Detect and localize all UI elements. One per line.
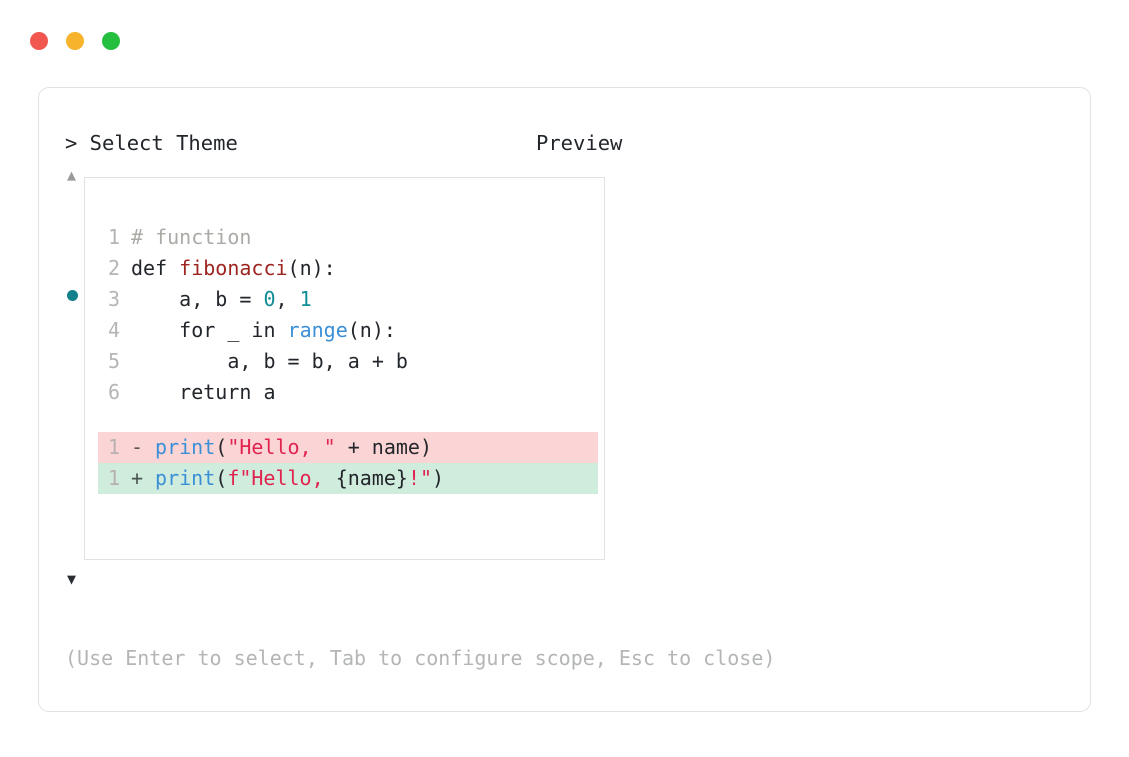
keyboard-hint: (Use Enter to select, Tab to configure s… bbox=[65, 646, 776, 670]
line-number: 1 bbox=[107, 225, 120, 249]
diff-gap bbox=[143, 463, 155, 494]
code-line: 5 a, b = b, a + b bbox=[98, 346, 598, 377]
code-token: f"Hello, bbox=[227, 466, 336, 490]
scroll-up-icon[interactable]: ▲ bbox=[67, 166, 77, 184]
diff-sign: + bbox=[131, 466, 144, 490]
code-token: return a bbox=[131, 380, 276, 404]
code-line-text: def fibonacci(n): bbox=[131, 253, 336, 284]
code-token: !" bbox=[407, 466, 433, 490]
code-token: 0 bbox=[263, 287, 276, 311]
diff-line-del: 1- print("Hello, " + name) bbox=[98, 432, 598, 463]
code-line-text: # function bbox=[131, 222, 251, 253]
line-number: 2 bbox=[107, 256, 120, 280]
code-token: 1 bbox=[299, 287, 312, 311]
card-content: > Select Theme ▲ 1.ANSILight2.AyuLight3.… bbox=[39, 88, 1090, 711]
code-line: 1 # function bbox=[98, 222, 598, 253]
diff-sign: - bbox=[131, 435, 144, 459]
diff-gap bbox=[143, 432, 155, 463]
theme-picker-card: > Select Theme ▲ 1.ANSILight2.AyuLight3.… bbox=[38, 87, 1091, 712]
code-line: 3 a, b = 0, 1 bbox=[98, 284, 598, 315]
code-token: "Hello, " bbox=[227, 435, 336, 459]
diff-block: 1- print("Hello, " + name)1+ print(f"Hel… bbox=[98, 432, 598, 494]
code-line-text: for _ in range(n): bbox=[131, 315, 396, 346]
code-line: 2 def fibonacci(n): bbox=[98, 253, 598, 284]
code-token: (n): bbox=[347, 318, 396, 342]
line-number: 3 bbox=[107, 287, 120, 311]
code-token: , bbox=[275, 287, 300, 311]
code-token: range bbox=[287, 318, 348, 342]
preview-title: Preview bbox=[536, 131, 623, 155]
code-line-text: a, b = 0, 1 bbox=[131, 284, 312, 315]
prompt-heading: > Select Theme bbox=[65, 131, 238, 155]
code-token: {name} bbox=[335, 466, 408, 490]
code-line-text: a, b = b, a + b bbox=[131, 346, 408, 377]
code-token: for _ in bbox=[131, 318, 288, 342]
code-token: a, b = b, a + b bbox=[131, 349, 408, 373]
code-line: 4 for _ in range(n): bbox=[98, 315, 598, 346]
diff-line-add: 1 + print(f"Hello, {name}!") bbox=[98, 463, 598, 494]
window-traffic-lights bbox=[30, 32, 120, 50]
code-token: fibonacci bbox=[179, 256, 288, 280]
line-number: 6 bbox=[107, 380, 120, 404]
code-token: print bbox=[155, 435, 216, 459]
code-token: ( bbox=[215, 466, 228, 490]
scroll-down-icon[interactable]: ▼ bbox=[67, 570, 77, 588]
code-line: 6 return a bbox=[98, 377, 598, 408]
window-close-button[interactable] bbox=[30, 32, 48, 50]
code-line-text: return a bbox=[131, 377, 276, 408]
code-token: def bbox=[131, 256, 180, 280]
line-number: 5 bbox=[107, 349, 120, 373]
line-number: 1 bbox=[107, 435, 120, 459]
preview-column: Preview bbox=[536, 130, 1066, 156]
code-token: ( bbox=[215, 435, 228, 459]
selection-dot-icon bbox=[67, 290, 78, 301]
selected-bullet-icon bbox=[65, 284, 93, 314]
line-number: 4 bbox=[107, 318, 120, 342]
diff-line-text: print("Hello, " + name) bbox=[155, 432, 432, 463]
code-token: (n): bbox=[287, 256, 336, 280]
window-minimize-button[interactable] bbox=[66, 32, 84, 50]
window-maximize-button[interactable] bbox=[102, 32, 120, 50]
line-number: 1 bbox=[107, 466, 120, 490]
code-token: # function bbox=[131, 225, 252, 249]
diff-line-text: print(f"Hello, {name}!") bbox=[155, 463, 444, 494]
code-token: + name) bbox=[335, 435, 433, 459]
code-token: print bbox=[155, 466, 216, 490]
code-token: ) bbox=[432, 466, 445, 490]
code-token: a, b = bbox=[131, 287, 264, 311]
